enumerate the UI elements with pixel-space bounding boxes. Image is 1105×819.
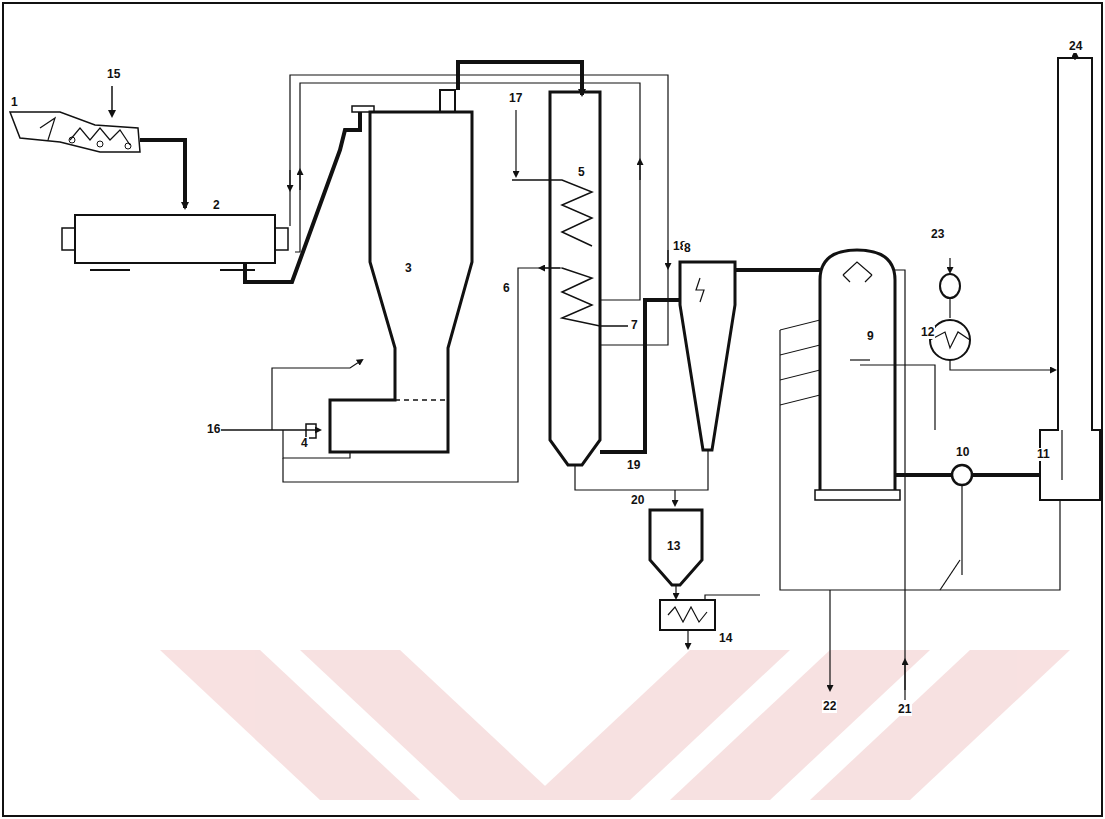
callout-number: 24 bbox=[1068, 40, 1083, 53]
callout-number: 3 bbox=[404, 262, 413, 275]
callout-number: 8 bbox=[683, 242, 692, 255]
callout-number: 14 bbox=[718, 632, 733, 645]
callout-number: 12 bbox=[920, 326, 935, 339]
callout-number: 23 bbox=[930, 228, 945, 241]
callout-number: 2 bbox=[212, 199, 221, 212]
callout-number: 6 bbox=[502, 282, 511, 295]
callout-number: 10 bbox=[955, 446, 970, 459]
callout-number: 13 bbox=[666, 540, 681, 553]
callout-number: 15 bbox=[106, 68, 121, 81]
callout-number: 11 bbox=[1036, 448, 1051, 461]
callout-number: 5 bbox=[577, 166, 586, 179]
callout-number: 16 bbox=[206, 423, 221, 436]
callout-number: 9 bbox=[866, 330, 875, 343]
callout-number: 22 bbox=[822, 700, 837, 713]
callout-number: 17 bbox=[508, 92, 523, 105]
callout-number: 1 bbox=[10, 96, 19, 109]
callout-number: 4 bbox=[300, 437, 309, 450]
callout-number: 7 bbox=[630, 319, 639, 332]
callout-number: 20 bbox=[630, 494, 645, 507]
callout-number: 21 bbox=[897, 703, 912, 716]
callout-number: 19 bbox=[626, 459, 641, 472]
